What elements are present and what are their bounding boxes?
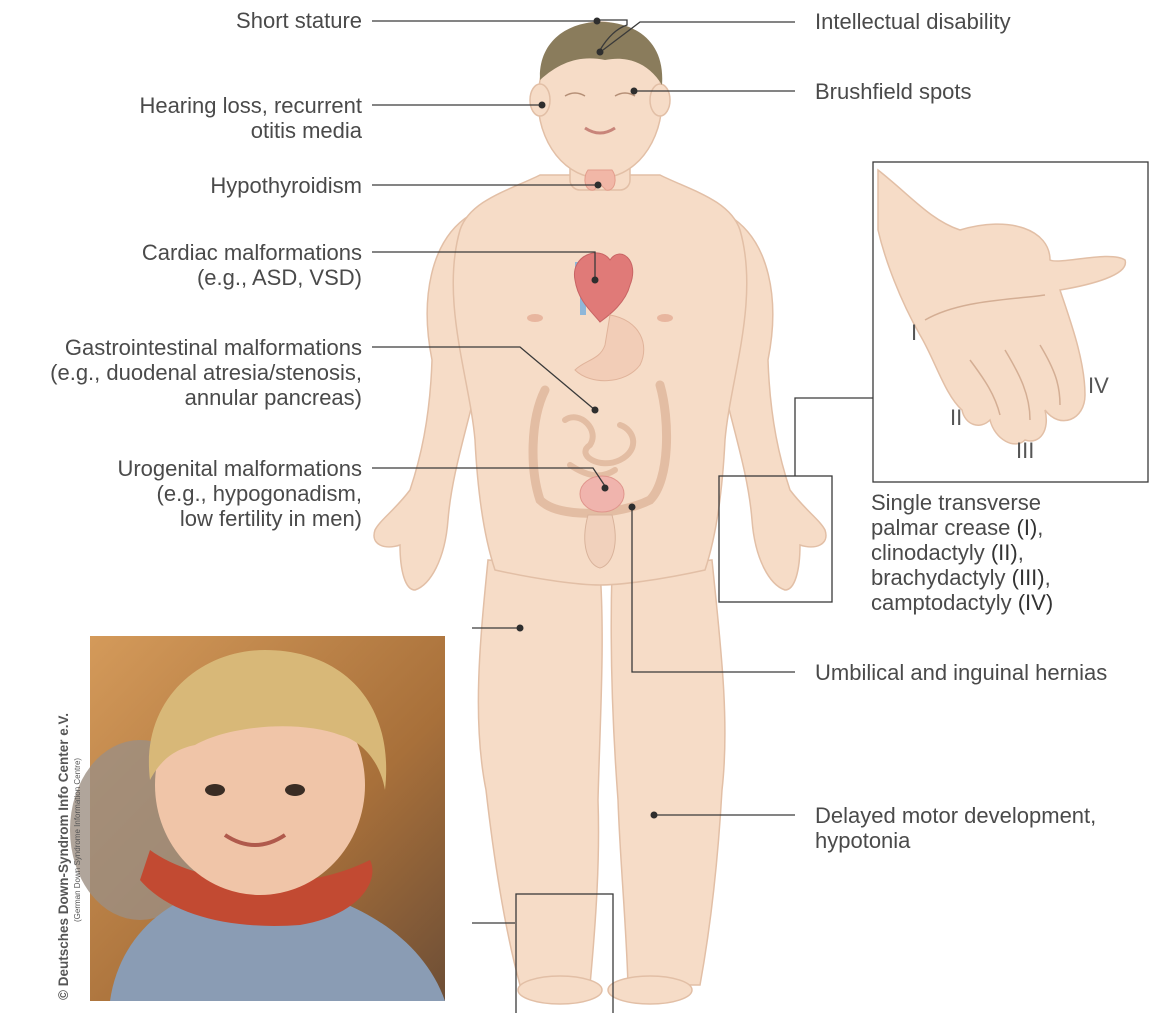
right-ear [650, 84, 670, 116]
hand-line-2: palmar crease (I), [871, 515, 1053, 540]
label-hernias: Umbilical and inguinal hernias [815, 660, 1107, 685]
hearing-loss-line-1: Hearing loss, recurrent [139, 93, 362, 118]
photo-credit-line-1: © Deutsches Down-Syndrom Info Center e.V… [56, 713, 71, 1000]
right-foot [608, 976, 692, 1004]
uro-line-3: low fertility in men) [117, 506, 362, 531]
label-hearing-loss: Hearing loss, recurrent otitis media [139, 93, 362, 143]
hand-line-4: brachydactyly (III), [871, 565, 1053, 590]
label-urogenital: Urogenital malformations (e.g., hypogona… [117, 456, 362, 531]
gi-line-1: Gastrointestinal malformations [50, 335, 362, 360]
uro-line-2: (e.g., hypogonadism, [117, 481, 362, 506]
label-hypothyroidism: Hypothyroidism [210, 173, 362, 198]
uro-line-1: Urogenital malformations [117, 456, 362, 481]
nipple-right [657, 314, 673, 322]
hand-line-3: clinodactyly (II), [871, 540, 1053, 565]
cardiac-line-1: Cardiac malformations [142, 240, 362, 265]
hearing-loss-line-2: otitis media [139, 118, 362, 143]
photo-credit-line-2: (German Down Syndrome Information Centre… [73, 758, 82, 922]
cardiac-line-2: (e.g., ASD, VSD) [142, 265, 362, 290]
left-foot [518, 976, 602, 1004]
label-intellectual-disability: Intellectual disability [815, 9, 1011, 34]
numeral-iv: IV [1088, 373, 1109, 398]
numeral-iii: III [1016, 438, 1034, 463]
right-leg [611, 560, 725, 985]
label-hand-findings: Single transverse palmar crease (I), cli… [871, 490, 1053, 615]
numeral-i: I [911, 320, 917, 345]
gi-line-3: annular pancreas) [50, 385, 362, 410]
child-photo [70, 636, 445, 1001]
nipple-left [527, 314, 543, 322]
motor-line-1: Delayed motor development, [815, 803, 1096, 828]
numeral-ii: II [950, 405, 962, 430]
label-gastrointestinal: Gastrointestinal malformations (e.g., du… [50, 335, 362, 410]
label-brushfield-spots: Brushfield spots [815, 79, 972, 104]
motor-line-2: hypotonia [815, 828, 1096, 853]
hand-line-5: camptodactyly (IV) [871, 590, 1053, 615]
label-cardiac: Cardiac malformations (e.g., ASD, VSD) [142, 240, 362, 290]
left-ear [530, 84, 550, 116]
hand-line-1: Single transverse [871, 490, 1053, 515]
left-leg [478, 560, 602, 985]
label-short-stature: Short stature [236, 8, 362, 33]
gi-line-2: (e.g., duodenal atresia/stenosis, [50, 360, 362, 385]
label-motor-development: Delayed motor development, hypotonia [815, 803, 1096, 853]
